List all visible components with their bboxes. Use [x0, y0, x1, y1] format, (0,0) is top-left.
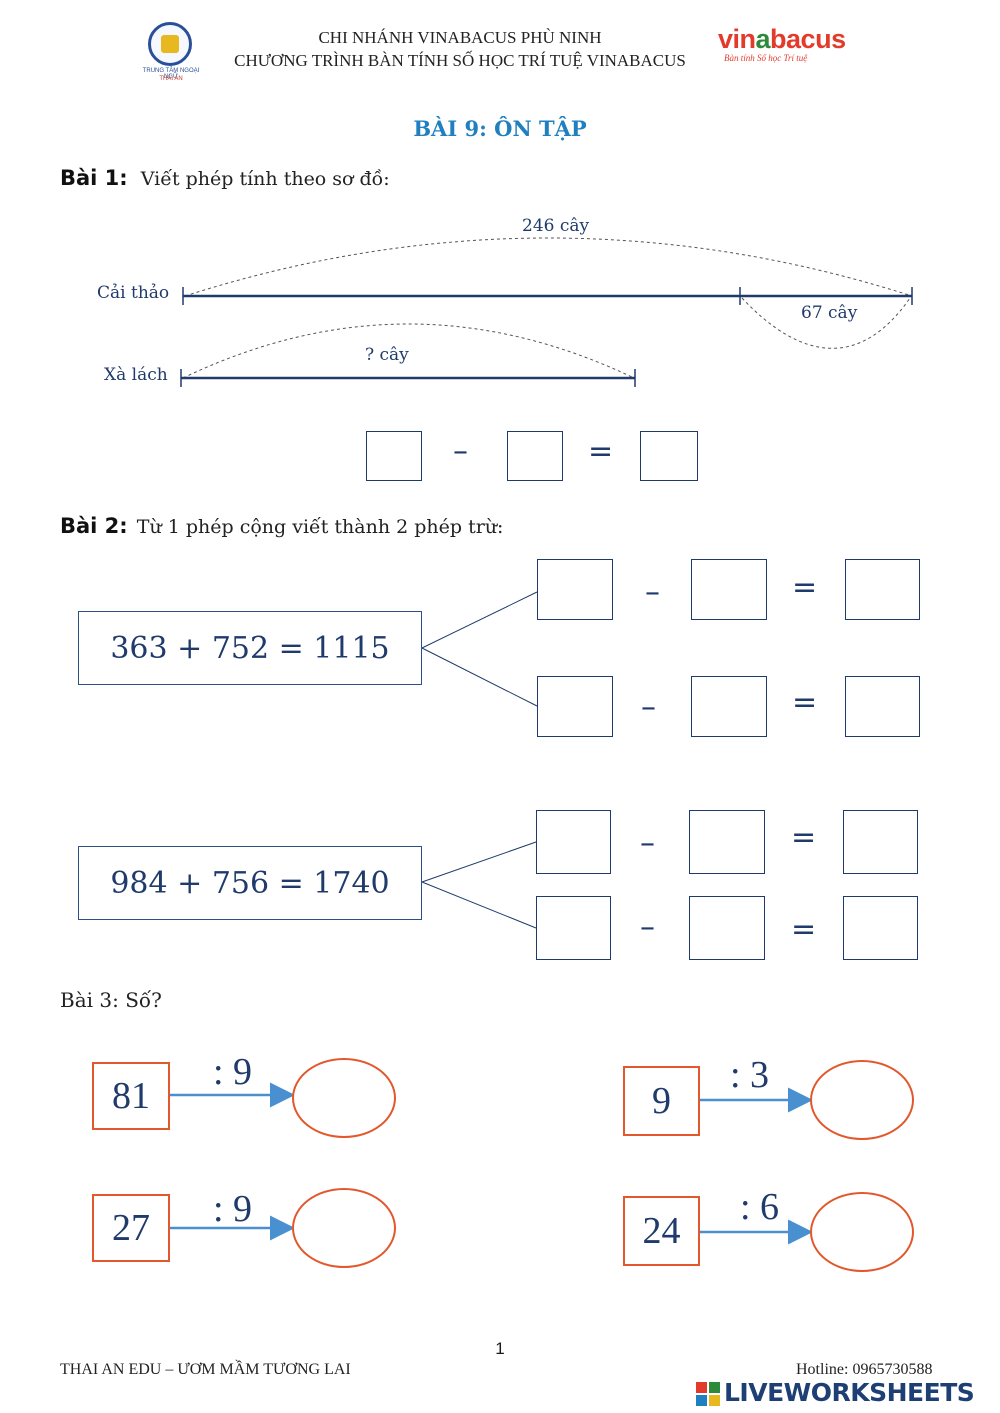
page-title: BÀI 9: ÔN TẬP: [413, 116, 587, 141]
ex3-divisor-4: : 6: [740, 1186, 780, 1228]
ex2-eq2-row2-box1[interactable]: [536, 896, 611, 960]
ex3-answer-2[interactable]: [810, 1060, 914, 1140]
cai-thao-label: Cải thảo: [97, 283, 170, 303]
page-number: 1: [495, 1339, 505, 1358]
logo-tagline: Bàn tính Số học Trí tuệ: [724, 53, 808, 63]
ex1-equals: =: [588, 434, 614, 469]
connector-1a: [421, 591, 538, 649]
ex2-eq1-row2-minus: –: [641, 690, 656, 725]
connector-1b: [421, 647, 538, 707]
unknown-label: ? cây: [365, 345, 409, 365]
logo-text-prefix: vin: [718, 24, 756, 54]
part-brace: [741, 297, 911, 349]
part-label: 67 cây: [801, 303, 858, 323]
ex2-eq2-row1-box1[interactable]: [536, 810, 611, 874]
ex2-eq2-row2-minus: –: [640, 910, 655, 945]
liveworksheets-watermark: LIVEWORKSHEETS: [696, 1378, 996, 1410]
ex2-eq1-row1-box3[interactable]: [845, 559, 920, 620]
ex3-number-2: 9: [623, 1066, 700, 1136]
total-label: 246 cây: [522, 216, 590, 236]
ex2-eq1-row2-box2[interactable]: [691, 676, 767, 737]
ex2-eq2-row2-equals: =: [791, 912, 817, 947]
total-brace: [184, 237, 913, 297]
ex2-eq1-row1-equals: =: [792, 570, 818, 605]
ex3-divisor-1: : 9: [213, 1051, 253, 1093]
ex3-answer-3[interactable]: [292, 1188, 396, 1268]
ex2-eq2-row2-box2[interactable]: [689, 896, 765, 960]
ex1-answer-box-1[interactable]: [366, 431, 422, 481]
ex2-eq1-row2-equals: =: [792, 685, 818, 720]
connector-2b: [421, 881, 537, 929]
ex1-heading: Bài 1: Viết phép tính theo sơ đồ:: [60, 166, 390, 190]
ex3-number-3: 27: [92, 1194, 170, 1262]
liveworksheets-text: LIVEWORKSHEETS: [724, 1378, 975, 1407]
logo-caption: TRUNG TÂM NGOẠI NGỮ: [142, 68, 200, 80]
ex2-eq1-row2-box1[interactable]: [537, 676, 613, 737]
logo-text-accent: a: [755, 24, 771, 54]
ex2-eq1-row1-minus: –: [645, 575, 660, 610]
ex1-instruction: Viết phép tính theo sơ đồ:: [140, 168, 390, 190]
header-line-2: CHƯƠNG TRÌNH BÀN TÍNH SỐ HỌC TRÍ TUỆ VIN…: [234, 51, 686, 70]
ex3-answer-1[interactable]: [292, 1058, 396, 1138]
header-line-1: CHI NHÁNH VINABACUS PHÙ NINH: [318, 28, 602, 47]
footer-right: Hotline: 0965730588: [796, 1361, 933, 1378]
ex2-eq1-row1-box1[interactable]: [537, 559, 613, 620]
book-icon: [161, 35, 179, 53]
footer-left: THAI AN EDU – ƯƠM MẦM TƯƠNG LAI: [60, 1361, 351, 1378]
ex1-answer-box-2[interactable]: [507, 431, 563, 481]
ex3-heading: Bài 3: Số?: [60, 988, 162, 1012]
ex2-label: Bài 2:: [60, 514, 128, 538]
connector-2a: [421, 841, 537, 883]
ex1-label: Bài 1:: [60, 166, 128, 190]
vinabacus-logo: vinabacus Bàn tính Số học Trí tuệ: [718, 24, 858, 74]
ex2-eq2-row1-equals: =: [791, 820, 817, 855]
ex1-minus: –: [453, 434, 468, 469]
ex2-eq1-row2-box3[interactable]: [845, 676, 920, 737]
liveworksheets-icon: [696, 1382, 720, 1406]
xa-lach-label: Xà lách: [104, 365, 168, 385]
logo-subcaption: THÁI AN: [159, 76, 183, 82]
ex2-heading: Bài 2: Từ 1 phép cộng viết thành 2 phép …: [60, 514, 503, 538]
ex3-divisor-3: : 9: [213, 1188, 253, 1230]
ex1-answer-box-3[interactable]: [640, 431, 698, 481]
thai-an-logo: TRUNG TÂM NGOẠI NGỮ THÁI AN: [140, 22, 202, 84]
ex3-divisor-2: : 3: [730, 1054, 770, 1096]
ex3-answer-4[interactable]: [810, 1192, 914, 1272]
ex2-eq2-row1-box2[interactable]: [689, 810, 765, 874]
addition-equation-1: 363 + 752 = 1115: [78, 611, 422, 685]
unknown-brace: [182, 323, 635, 379]
logo-text-suffix: bacus: [770, 24, 846, 54]
ex3-number-1: 81: [92, 1062, 170, 1130]
ex2-eq2-row1-minus: –: [640, 826, 655, 861]
ex2-eq2-row1-box3[interactable]: [843, 810, 918, 874]
addition-equation-2: 984 + 756 = 1740: [78, 846, 422, 920]
ex3-number-4: 24: [623, 1196, 700, 1266]
ex2-instruction: Từ 1 phép cộng viết thành 2 phép trừ:: [136, 516, 504, 538]
ex2-eq2-row2-box3[interactable]: [843, 896, 918, 960]
ex2-eq1-row1-box2[interactable]: [691, 559, 767, 620]
